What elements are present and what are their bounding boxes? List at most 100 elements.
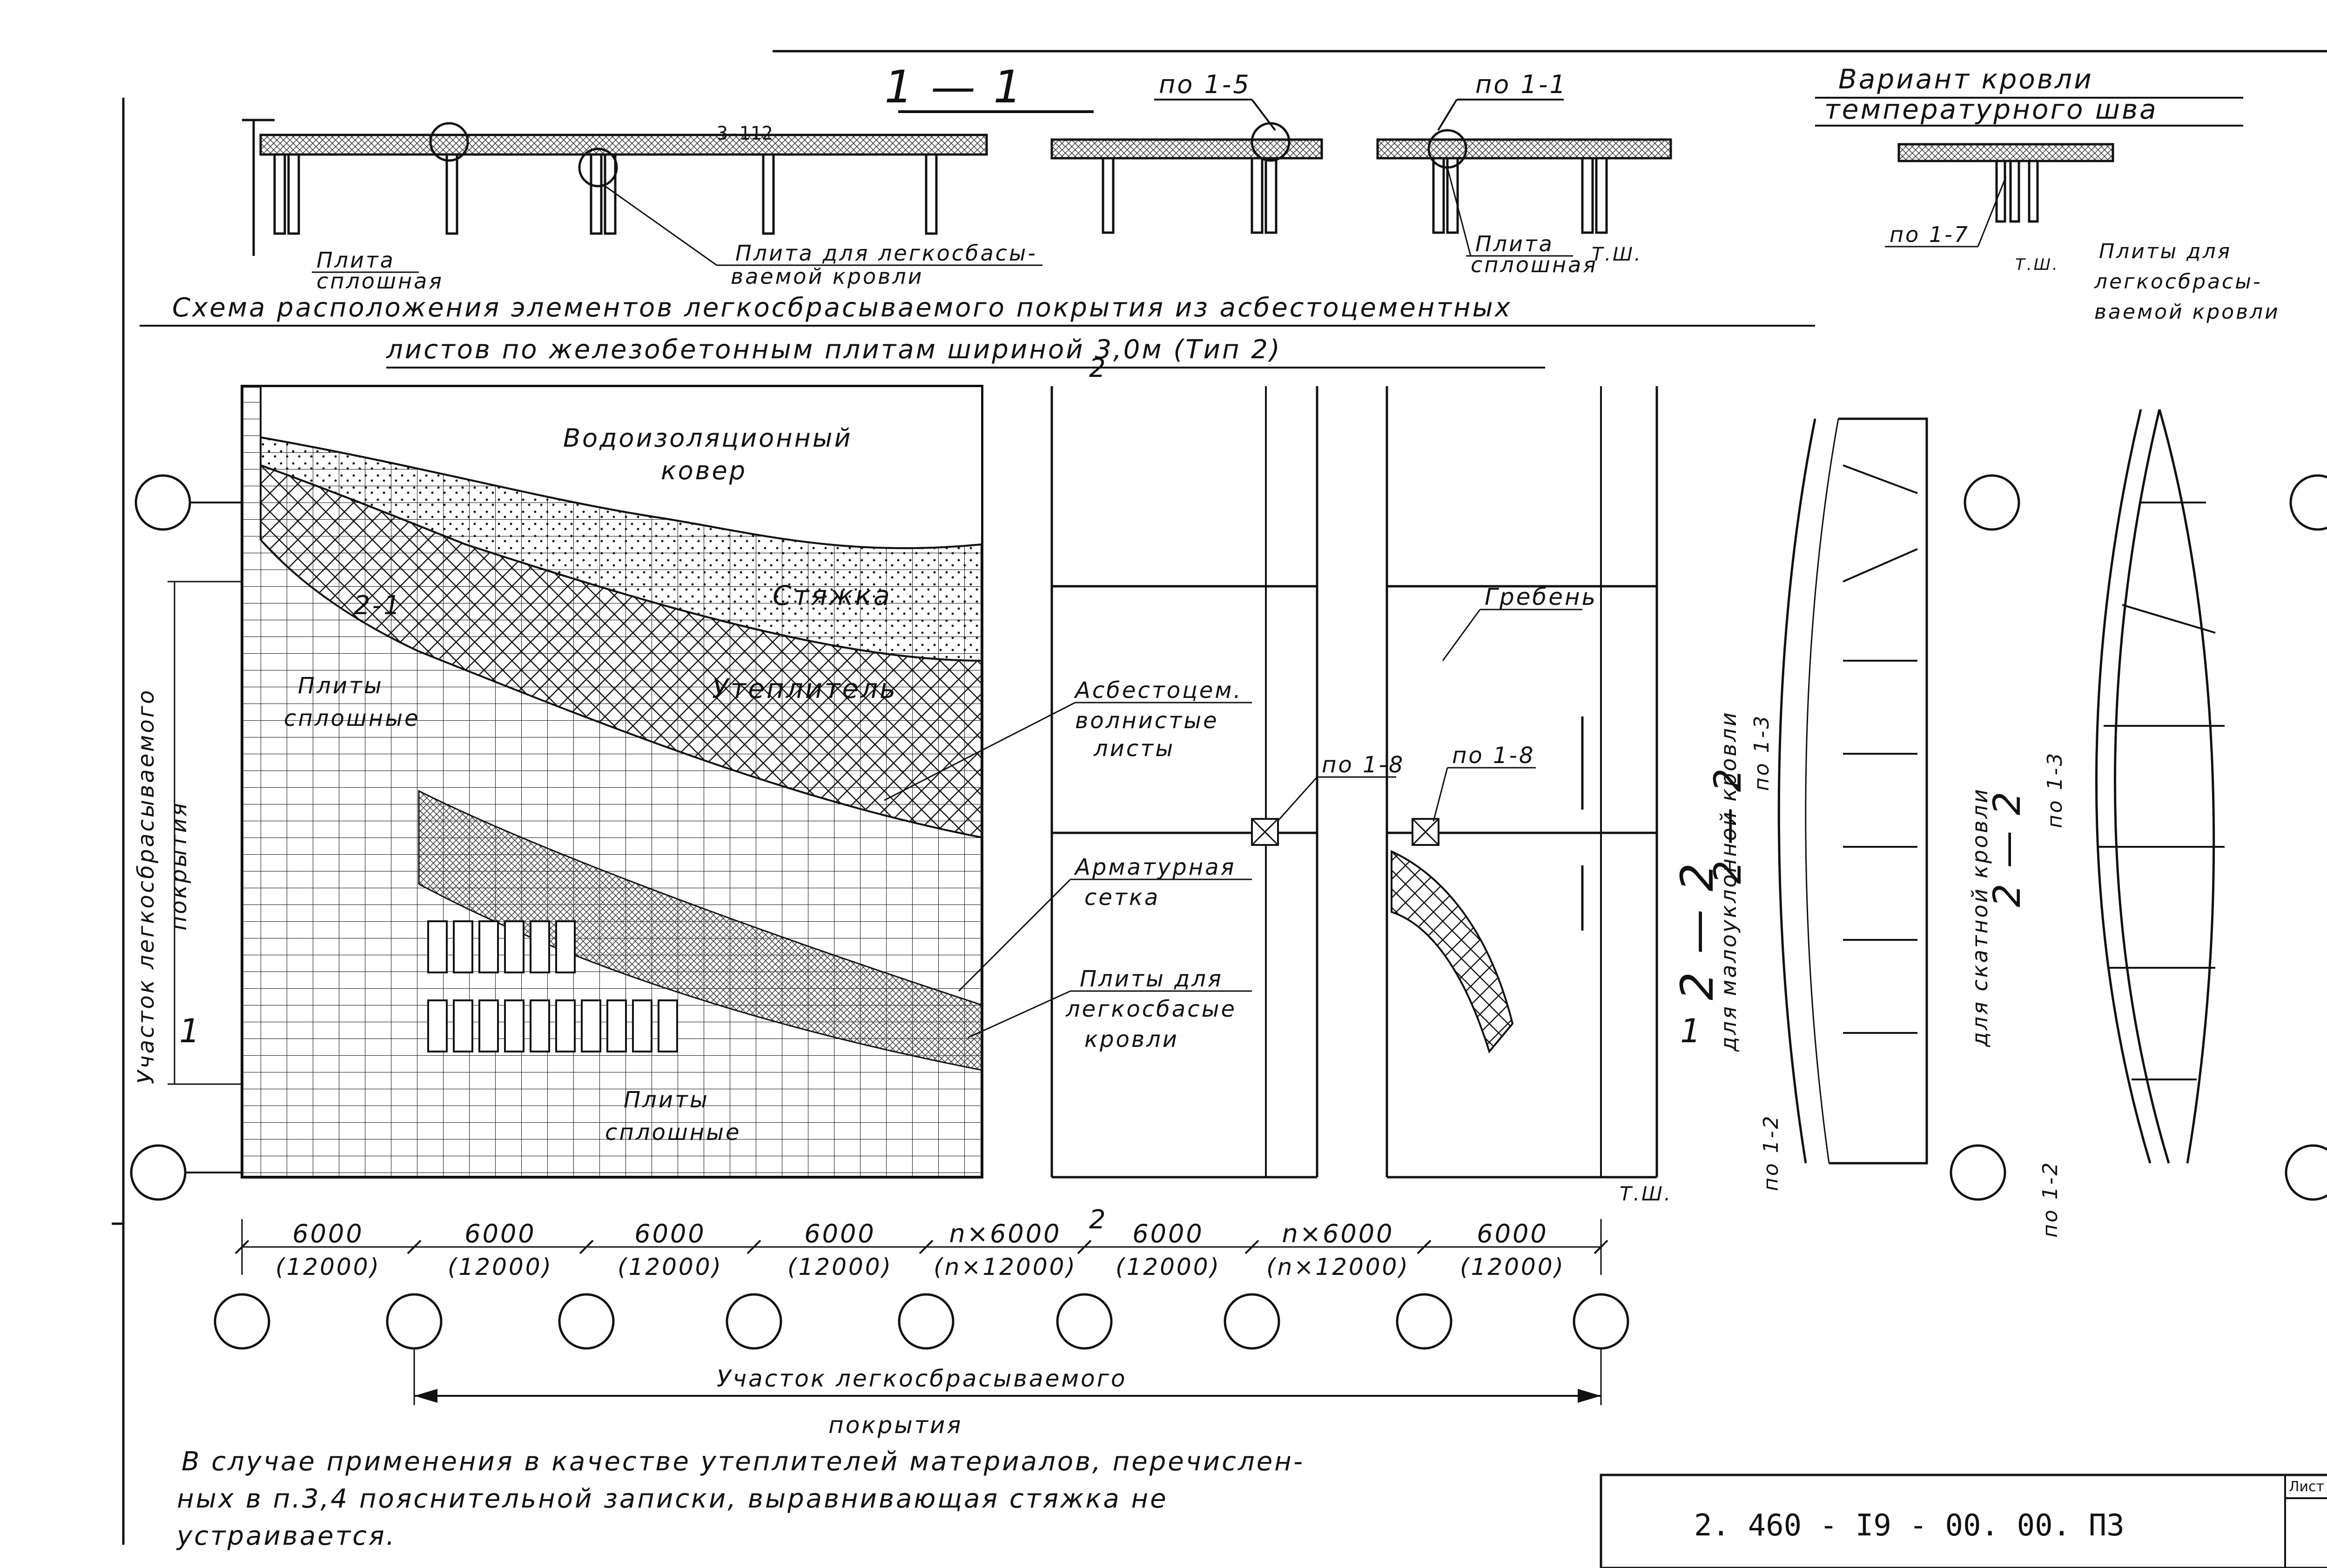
- dimension-labels: 6000 (12000) 6000 (12000) 6000 (12000) 6000 (12…: [235, 1219, 1608, 1280]
- dimension-tick: [1077, 1240, 1092, 1254]
- dimension-value: 6000: [464, 1219, 536, 1248]
- dimension-value: 6000: [1132, 1219, 1204, 1248]
- variant-slabs-3: ваемой кровли: [2094, 300, 2280, 324]
- asbestos-label-2: волнистые: [1075, 708, 1219, 734]
- title-stamp: 2. 460 - I9 - 00. 00. ПЗ Лист: [1600, 1474, 2327, 1568]
- mesh-label-2: сетка: [1084, 885, 1160, 911]
- dimension-value-alt: (12000): [1460, 1253, 1565, 1280]
- axis-circle: [1573, 1293, 1629, 1350]
- dimension-value-alt: (12000): [618, 1253, 723, 1280]
- side-label-2: покрытия: [166, 801, 192, 931]
- solid-slabs-bottom-1: Плиты: [624, 1087, 709, 1113]
- purlins: [242, 119, 2039, 256]
- axis-circle: [1396, 1293, 1453, 1350]
- cut-mark-1-right: 1: [1680, 1012, 1703, 1050]
- low-slope-ref-1-2: по 1-2: [1759, 1114, 1783, 1191]
- dimension-value: 6000: [1477, 1219, 1548, 1248]
- variant-slabs-2: легкосбрасы-: [2094, 270, 2262, 294]
- axis-circle: [1056, 1293, 1113, 1350]
- low-slope-ref-1-3: по 1-3: [1750, 714, 1774, 791]
- bottom-axis-circles: [214, 1293, 1629, 1350]
- dimension-value: n×6000: [949, 1219, 1062, 1248]
- mark-3-112: 3-112: [717, 123, 773, 144]
- dimension-tick: [747, 1240, 761, 1254]
- dimension-tick: [1594, 1240, 1608, 1254]
- dimension-value-alt: (12000): [448, 1253, 553, 1280]
- variant-ref-1-7: по 1-7: [1890, 222, 1970, 247]
- scheme-caption-2: листов по железобетонным плитам шириной …: [386, 335, 1282, 365]
- dimension-value-alt: (n×12000): [934, 1253, 1077, 1280]
- section-1-1: 1 — 1 по 1-5: [242, 61, 2114, 294]
- sheet-frame: [112, 50, 2327, 1545]
- waterproof-label-1: Водоизоляционный: [563, 423, 853, 453]
- pitched-ref-1-3: по 1-3: [2043, 751, 2067, 828]
- plan-view: Водоизоляционный ковер Стяжка Утеплитель…: [133, 353, 1741, 1235]
- pitched-subtitle: для скатной кровли: [1967, 787, 1992, 1047]
- asbestos-label-1: Асбестоцем.: [1074, 677, 1243, 704]
- variant-slabs-1: Плиты для: [2099, 240, 2232, 263]
- dimension-value-alt: (12000): [276, 1253, 381, 1280]
- light-slab-label-1: Плита для легкосбасы-: [735, 241, 1037, 266]
- light-slab-cells: [427, 920, 678, 1052]
- light-slabs-label-1: Плиты для: [1080, 966, 1223, 992]
- section-2-2-plan-subtitle: для малоуклонной кровли: [1716, 710, 1741, 1052]
- note-line-2: ных в п.3,4 пояснительной записки, вырав…: [177, 1484, 1168, 1514]
- axis-circle: [898, 1293, 955, 1350]
- roof-strip: [259, 134, 2114, 162]
- mesh-label-1: Арматурная: [1074, 854, 1236, 880]
- general-note: В случае применения в качестве утеплител…: [176, 1447, 1305, 1551]
- side-label-1: Участок легкосбрасываемого: [133, 689, 159, 1084]
- waterproof-label-2: ковер: [661, 456, 747, 485]
- solid-slabs-left-2: сплошные: [284, 705, 420, 731]
- tsh-top: Т.Ш.: [1592, 244, 1642, 265]
- cut-mark-2-top: 2: [1089, 353, 1108, 383]
- insulation-label: Утеплитель: [712, 673, 897, 704]
- axis-circle: [1224, 1293, 1280, 1350]
- screed-label: Стяжка: [773, 580, 892, 611]
- cut-mark-1-left: 1: [179, 1012, 202, 1050]
- variant-temperature-joint: Вариант кровли температурного шва по 1-7…: [1815, 63, 2280, 324]
- bottom-span: Участок легкосбрасываемого покрытия: [413, 1349, 1602, 1439]
- cut-mark-2-bottom: 2: [1089, 1205, 1108, 1235]
- dimension-value: 6000: [804, 1219, 875, 1248]
- dimension-value-alt: (12000): [787, 1253, 893, 1280]
- asbestos-label-3: листы: [1093, 736, 1175, 762]
- section-title: 1 — 1: [884, 61, 1023, 113]
- note-line-3: устраивается.: [176, 1521, 396, 1551]
- axis-circle: [726, 1293, 782, 1350]
- low-slope-title: 2 — 2: [1706, 766, 1749, 884]
- scheme-caption-1: Схема расположения элементов легкосбрасы…: [172, 293, 1512, 323]
- dimension-value-alt: (n×12000): [1266, 1253, 1410, 1280]
- ref-1-8-b: по 1-8: [1452, 743, 1535, 769]
- ref-1-8-a: по 1-8: [1322, 752, 1405, 778]
- ref-1-5: по 1-5: [1159, 70, 1251, 99]
- solid-slabs-left-1: Плиты: [298, 673, 383, 699]
- pitched-ref-1-2: по 1-2: [2038, 1160, 2062, 1238]
- dimension-tick: [919, 1240, 934, 1254]
- note-line-1: В случае применения в качестве утеплител…: [182, 1447, 1305, 1477]
- ref-1-1: по 1-1: [1475, 70, 1567, 99]
- light-slabs-label-2: легкосбасые: [1065, 996, 1237, 1022]
- light-slab-label-2: ваемой кровли: [731, 264, 924, 289]
- dimension-value: 6000: [292, 1219, 363, 1248]
- bottom-span-label-1: Участок легкосбрасываемого: [717, 1365, 1127, 1392]
- dimension-value: 6000: [634, 1219, 706, 1248]
- stamp-sheet-label: Лист: [2289, 1479, 2324, 1495]
- solid-slab-label-3: Плита: [1475, 231, 1554, 256]
- variant-title-2: температурного шва: [1824, 94, 2158, 125]
- section-2-2-pitched: 2 — 2 для скатной кровли по 1-3 по 1-2: [1967, 409, 2225, 1238]
- axis-markers: [130, 474, 2327, 1201]
- solid-slab-label-1: Плита: [316, 248, 395, 273]
- insulation-layer: [260, 464, 983, 839]
- tsh-plan: Т.Ш.: [1620, 1182, 1672, 1205]
- dimension-value: n×6000: [1282, 1219, 1394, 1248]
- pitched-title: 2 — 2: [1985, 790, 2029, 907]
- dimension-value-alt: (12000): [1116, 1253, 1221, 1280]
- dimension-tick: [235, 1240, 249, 1254]
- section-2-2-plan-title: 2 — 2: [1671, 861, 1723, 1000]
- dimension-tick: [1244, 1240, 1259, 1254]
- light-slabs-label-3: кровли: [1084, 1026, 1179, 1052]
- axis-circle: [558, 1293, 615, 1350]
- variant-title-1: Вариант кровли: [1838, 63, 2093, 95]
